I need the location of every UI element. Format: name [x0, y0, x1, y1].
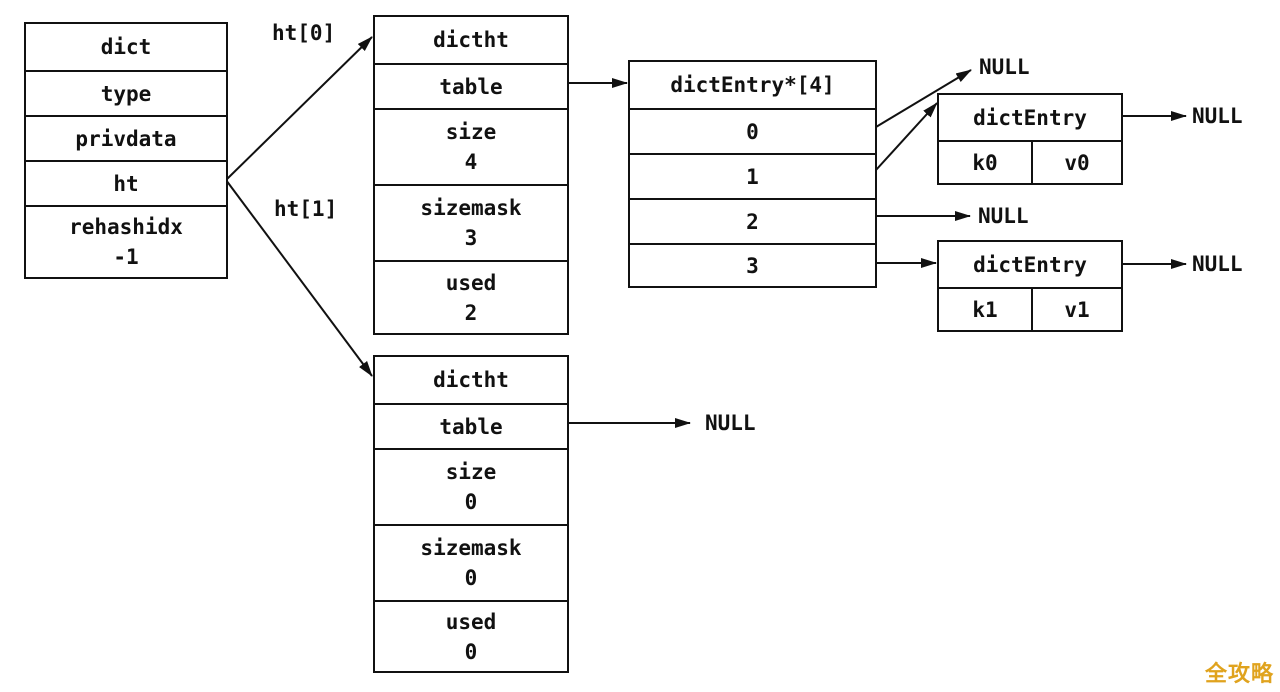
dict-row-ht: ht — [26, 160, 226, 205]
dict-entry-array: dictEntry*[4] 0 1 2 3 — [628, 60, 877, 288]
dict-entry-slot-0: 0 — [630, 108, 875, 153]
dict-entry-0-kv: k0 v0 — [939, 140, 1121, 183]
label-ht0: ht[0] — [272, 21, 336, 45]
dictht-1: dictht table size 0 sizemask 0 used 0 — [373, 355, 569, 673]
null-ht1-table: NULL — [705, 411, 756, 435]
null-slot2: NULL — [978, 204, 1029, 228]
dictht-0-used: used 2 — [375, 260, 567, 333]
dictht-0-title: dictht — [433, 28, 509, 52]
dict-struct: dict type privdata ht rehashidx -1 — [24, 22, 228, 279]
dictht-1-title: dictht — [433, 368, 509, 392]
arrow-slot0 — [875, 69, 972, 128]
dict-entry-array-title: dictEntry*[4] — [670, 73, 835, 97]
dict-entry-slot-3: 3 — [630, 243, 875, 286]
dict-row-title: dict — [100, 35, 152, 59]
dict-entry-slot-2: 2 — [630, 198, 875, 243]
dict-entry-0-title: dictEntry — [973, 105, 1087, 130]
label-ht1: ht[1] — [274, 197, 338, 221]
dictht-1-sizemask: sizemask 0 — [375, 524, 567, 600]
dict-entry-slot-1: 1 — [630, 153, 875, 198]
arrow-ht1 — [225, 179, 373, 377]
dict-entry-1-key: k1 — [972, 297, 998, 322]
dictht-0-size: size 4 — [375, 108, 567, 184]
dictht-1-used: used 0 — [375, 600, 567, 671]
dictht-0: dictht table size 4 sizemask 3 used 2 — [373, 15, 569, 335]
dict-entry-1-kv: k1 v1 — [939, 287, 1121, 330]
arrow-ht0 — [225, 36, 373, 181]
dict-row-type: type — [26, 70, 226, 115]
dict-entry-1-value: v1 — [1031, 289, 1121, 330]
dictht-0-sizemask: sizemask 3 — [375, 184, 567, 260]
dict-entry-1: dictEntry k1 v1 — [937, 240, 1123, 332]
null-entry0-next: NULL — [1192, 104, 1243, 128]
dict-entry-0: dictEntry k0 v0 — [937, 93, 1123, 185]
watermark-logo: 全攻略 — [1204, 662, 1274, 687]
dict-entry-0-key: k0 — [972, 150, 998, 175]
dictht-1-table: table — [375, 403, 567, 448]
dict-row-rehashidx: rehashidx -1 — [26, 205, 226, 277]
dict-entry-1-title: dictEntry — [973, 252, 1087, 277]
dict-entry-0-value: v0 — [1031, 142, 1121, 183]
null-slot0: NULL — [979, 55, 1030, 79]
dict-row-privdata: privdata — [26, 115, 226, 160]
dictht-0-table: table — [375, 63, 567, 108]
null-entry1-next: NULL — [1192, 252, 1243, 276]
dictht-1-size: size 0 — [375, 448, 567, 524]
arrow-slot1 — [875, 102, 938, 171]
